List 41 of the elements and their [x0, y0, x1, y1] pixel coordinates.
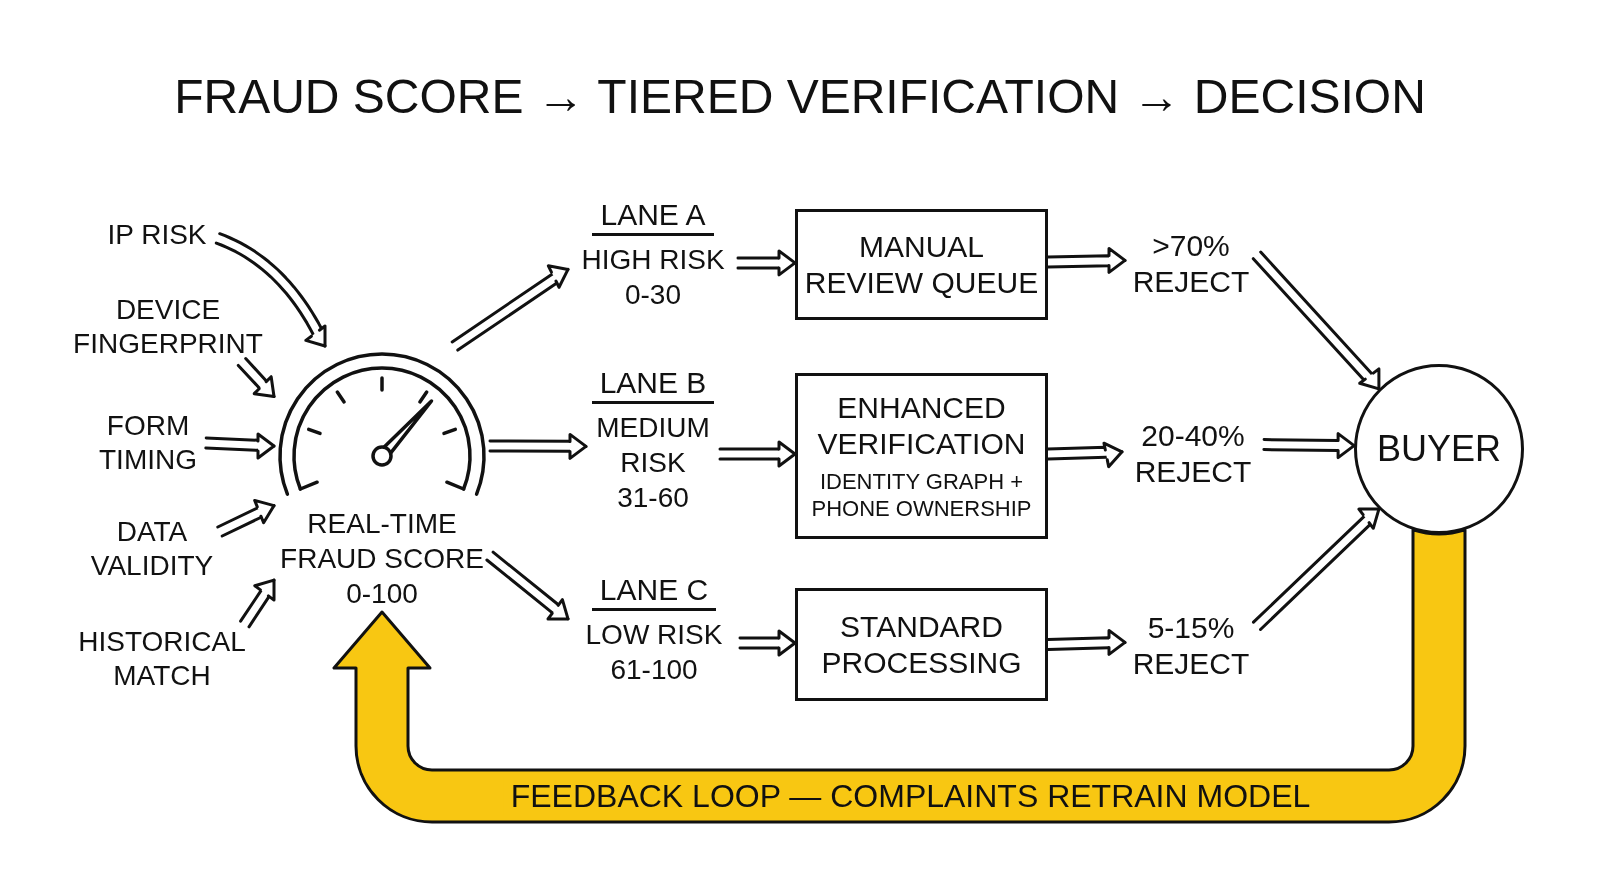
- double-line-arrow: [488, 432, 588, 460]
- risk-range-text: LOW RISK 61-100: [584, 617, 724, 687]
- lane-heading: LANE A: [592, 196, 714, 236]
- input-label: DEVICE FINGERPRINT: [68, 292, 268, 362]
- reject-rate-text: 5-15% REJECT: [1125, 610, 1257, 682]
- double-line-arrow: [738, 629, 797, 657]
- double-line-arrow: [204, 432, 276, 460]
- node-label: BUYER: [1377, 428, 1501, 470]
- lane-heading: LANE B: [591, 365, 715, 404]
- box-subtitle: IDENTITY GRAPH + PHONE OWNERSHIP: [810, 468, 1033, 522]
- double-line-arrow: [1046, 628, 1127, 656]
- double-line-arrow: [1262, 432, 1356, 460]
- risk-range-text: MEDIUM RISK 31-60: [595, 411, 711, 515]
- input-label: DATA VALIDITY: [84, 514, 220, 584]
- score-label: REAL-TIME FRAUD SCORE 0-100: [279, 507, 485, 611]
- risk-range-text: HIGH RISK 0-30: [580, 242, 726, 312]
- double-line-arrow: [216, 498, 276, 538]
- double-line-arrow: [485, 550, 570, 621]
- double-line-arrow: [1251, 250, 1381, 391]
- process-box: [795, 209, 1048, 320]
- reject-rate-text: >70% REJECT: [1125, 228, 1257, 300]
- double-line-arrow: [236, 357, 276, 398]
- double-line-arrow: [450, 264, 570, 352]
- reject-rate-text: 20-40% REJECT: [1122, 418, 1264, 490]
- double-line-arrow: [718, 440, 797, 468]
- double-line-arrow: [736, 249, 797, 277]
- lane-heading: LANE C: [591, 571, 717, 611]
- diagram-title: FRAUD SCORE → TIERED VERIFICATION → DECISION: [174, 69, 1426, 125]
- double-line-arrow: [1046, 246, 1127, 274]
- box-title: STANDARD PROCESSING: [820, 608, 1023, 681]
- process-box: [795, 373, 1048, 539]
- double-line-arrow: [214, 232, 327, 348]
- double-line-arrow: [239, 578, 276, 629]
- input-label: FORM TIMING: [90, 408, 206, 478]
- input-label: HISTORICAL MATCH: [72, 624, 252, 694]
- double-line-arrow: [1252, 507, 1381, 631]
- input-label: IP RISK: [96, 218, 218, 252]
- process-box: [795, 588, 1048, 701]
- box-title: ENHANCED VERIFICATION: [816, 390, 1027, 462]
- double-line-arrow: [1046, 441, 1124, 469]
- box-title: MANUAL REVIEW QUEUE: [803, 228, 1040, 301]
